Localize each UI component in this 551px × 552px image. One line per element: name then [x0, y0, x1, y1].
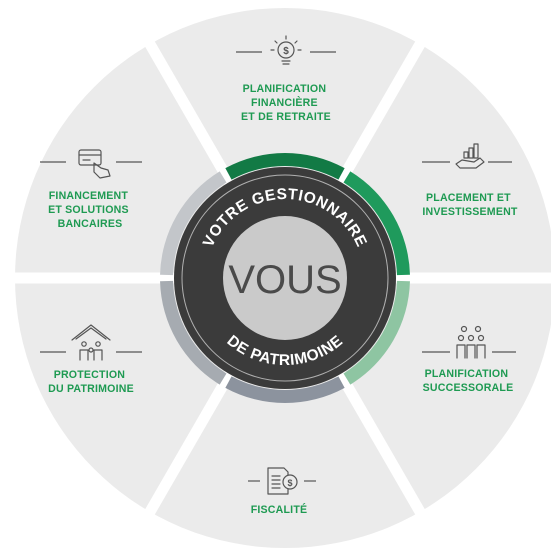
center-disc — [223, 216, 347, 340]
segment-arc — [160, 280, 227, 385]
segment-taxation[interactable]: $ FISCALITÉ — [248, 467, 316, 516]
segment-arc — [343, 280, 410, 385]
svg-text:$: $ — [283, 46, 289, 57]
hand-chart-icon — [422, 143, 512, 169]
card-hand-icon — [40, 149, 142, 179]
segment-asset-protection[interactable]: PROTECTION DU PATRIMOINE — [40, 324, 142, 395]
segment-arcs — [160, 153, 410, 403]
segment-label: PLANIFICATION SUCCESSORALE — [423, 368, 514, 394]
segment-label: PROTECTION DU PATRIMOINE — [48, 369, 134, 395]
segment-estate-planning[interactable]: PLANIFICATION SUCCESSORALE — [422, 325, 516, 395]
segment-arc — [225, 153, 345, 180]
segment-banking[interactable]: FINANCEMENT ET SOLUTIONS BANCAIRES — [40, 149, 142, 230]
svg-text:$: $ — [287, 478, 292, 488]
segment-label: FINANCEMENT ET SOLUTIONS BANCAIRES — [48, 190, 132, 230]
segment-arc — [225, 376, 345, 403]
lightbulb-dollar-icon: $ — [236, 35, 336, 65]
center-label: VOUS — [228, 258, 341, 302]
segment-label: FISCALITÉ — [251, 503, 308, 516]
family-icon — [422, 325, 516, 359]
segment-label: PLANIFICATION FINANCIÈRE ET DE RETRAITE — [241, 83, 331, 123]
segment-financial-planning[interactable]: $ PLANIFICATION FINANCIÈRE ET DE RETRAIT… — [236, 35, 336, 123]
house-family-icon — [40, 324, 142, 361]
segment-label: PLACEMENT ET INVESTISSEMENT — [422, 192, 518, 218]
segment-arc — [343, 171, 410, 276]
tax-document-icon: $ — [248, 467, 316, 495]
segment-arc — [160, 171, 227, 276]
segment-investment[interactable]: PLACEMENT ET INVESTISSEMENT — [422, 143, 518, 218]
advisor-ring-inner-stroke — [181, 174, 389, 382]
